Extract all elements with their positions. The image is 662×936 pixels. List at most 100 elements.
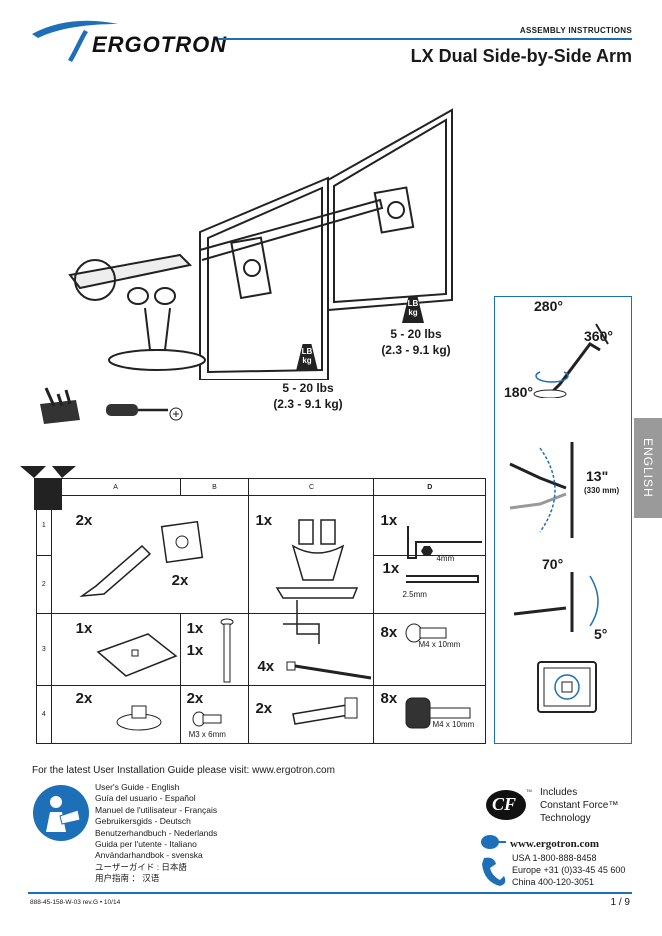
- qty-c1: 1x: [255, 512, 273, 529]
- qty-a1: 2x: [75, 512, 93, 529]
- guide-item: Manuel de l'utilisateur - Français: [95, 804, 218, 815]
- weight-kg: (2.3 - 9.1 kg): [381, 343, 451, 357]
- brand-name: ERGOTRON: [92, 32, 228, 57]
- contact-numbers: USA 1-800-888-8458 Europe +31 (0)33-45 4…: [512, 852, 625, 888]
- cf-trademark: TM: [526, 788, 532, 793]
- badge-line1: LB: [407, 299, 419, 308]
- part-cell-b3: 1x 1x: [179, 613, 250, 686]
- constant-force-text: Includes Constant Force™ Technology: [540, 786, 618, 825]
- weight-badge-right: LB kg: [402, 296, 424, 323]
- end-cap-icon: [116, 705, 162, 731]
- badge-line2: kg: [302, 356, 312, 365]
- part-cell-b4: 2x M3 x 6mm: [179, 685, 250, 744]
- part-cell-d1: 1x 4mm: [373, 495, 486, 563]
- cf-line: Technology: [540, 813, 591, 824]
- tilt-down: 5°: [594, 626, 608, 642]
- dual-monitor-illustration: [68, 108, 453, 380]
- part-cell-d4: 8x M4 x 10mm: [373, 685, 486, 744]
- badge-line2: kg: [408, 308, 418, 317]
- contact-line: USA 1-800-888-8458: [512, 853, 597, 863]
- toolbox-icon: [40, 387, 80, 424]
- part-cell-c3: 4x: [248, 613, 375, 686]
- guide-item: Benutzerhandbuch - Nederlands: [95, 827, 218, 838]
- qty-c4: 2x: [255, 700, 273, 717]
- footer-rule: [28, 892, 632, 894]
- portrait-landscape-diagram: [537, 661, 597, 713]
- phone-icon: [482, 857, 506, 886]
- qty-d1: 1x: [380, 512, 398, 529]
- weight-capacity-left: 5 - 20 lbs (2.3 - 9.1 kg): [272, 380, 344, 412]
- rotation-280: 280°: [534, 298, 563, 314]
- qty-b4: 2x: [186, 690, 204, 707]
- adjustment-panel: [494, 296, 632, 744]
- clamp-base-icon: [276, 519, 359, 635]
- constant-force-logo: CF TM: [484, 788, 532, 822]
- row-number: 3: [36, 613, 52, 686]
- part-cell-a3: 1x: [50, 613, 181, 686]
- qty-a4: 2x: [75, 690, 93, 707]
- header-rule: [218, 38, 632, 40]
- height-range-mm: (330 mm): [584, 486, 620, 495]
- spec-b4: M3 x 6mm: [188, 730, 226, 739]
- cf-line: Constant Force™: [540, 800, 619, 811]
- screw-m3-icon: [192, 711, 222, 727]
- arm-part-icon: [78, 520, 203, 597]
- cf-line: Includes: [540, 787, 578, 798]
- guide-item: Guía del usuario - Español: [95, 793, 196, 804]
- spec-d3: M4 x 10mm: [418, 640, 461, 649]
- spec-d4: M4 x 10mm: [432, 720, 475, 729]
- hex-key-2_5mm-icon: [406, 575, 480, 583]
- threaded-rod-icon: [220, 618, 234, 683]
- guide-item: Guida per l'utente - Italiano: [95, 839, 197, 850]
- screwdriver-icon: [106, 404, 183, 421]
- cable-tie-icon: [286, 661, 372, 680]
- weight-capacity-right: 5 - 20 lbs (2.3 - 9.1 kg): [380, 326, 452, 358]
- qty-c3: 4x: [257, 658, 275, 675]
- weight-lbs: 5 - 20 lbs: [282, 381, 334, 395]
- ergotron-logo: [32, 20, 118, 62]
- contact-line: Europe +31 (0)33-45 45 600: [512, 865, 626, 875]
- part-cell-a1: 2x 2x: [50, 495, 250, 614]
- extension-arm-icon: [292, 697, 358, 725]
- tilt-up: 70°: [542, 556, 564, 572]
- parts-table: A B C D 1 2x 2x 1x 1: [36, 478, 486, 744]
- part-cell-d3: 8x M4 x 10mm: [373, 613, 486, 686]
- column-header-b: B: [179, 478, 250, 496]
- height-adjust-diagram: [509, 442, 574, 538]
- page-number: 1 / 9: [610, 897, 630, 908]
- tilt-diagram: [513, 572, 599, 632]
- weight-kg: (2.3 - 9.1 kg): [273, 397, 343, 411]
- qty-b3a: 1x: [186, 620, 204, 637]
- cf-mark-text: CF: [492, 794, 517, 814]
- qty-a3: 1x: [75, 620, 93, 637]
- language-tab: ENGLISH: [634, 418, 662, 518]
- qty-d2: 1x: [382, 560, 400, 577]
- part-cell-a4: 2x: [50, 685, 181, 744]
- part-cell-d2: 1x 2.5mm: [373, 555, 486, 614]
- doc-type-label: ASSEMBLY INSTRUCTIONS: [519, 26, 632, 35]
- row-number: 2: [36, 555, 52, 614]
- row-number: 4: [36, 685, 52, 744]
- website-link[interactable]: www.ergotron.com: [510, 838, 599, 850]
- guide-item: Användarhandbok - svenska: [95, 850, 203, 861]
- weight-badge-left: LB kg: [296, 344, 318, 371]
- clamp-screw-icon: [283, 623, 321, 644]
- guide-item: 用户指南 ： 汉语: [95, 873, 160, 884]
- corner-cell: [36, 478, 52, 496]
- column-header-c: C: [248, 478, 375, 496]
- qty-d3: 8x: [380, 624, 398, 641]
- rotation-180: 180°: [504, 384, 533, 400]
- spec-d2: 2.5mm: [402, 590, 427, 599]
- height-range: 13": [586, 468, 609, 484]
- knob-screw-icon: [405, 697, 471, 729]
- guide-item: ユーザーガイド : 日本語: [95, 861, 187, 872]
- part-cell-c1: 1x: [248, 495, 375, 635]
- guide-url-note: For the latest User Installation Guide p…: [32, 765, 335, 776]
- badge-line1: LB: [301, 347, 313, 356]
- document-number: 888-45-158-W-03 rev.G • 10/14: [30, 899, 121, 906]
- web-mouse-icon: [481, 835, 506, 849]
- qty-d4: 8x: [380, 690, 398, 707]
- reader-icon: [33, 785, 89, 841]
- column-header-a: A: [50, 478, 181, 496]
- part-cell-c4: 2x: [248, 685, 375, 744]
